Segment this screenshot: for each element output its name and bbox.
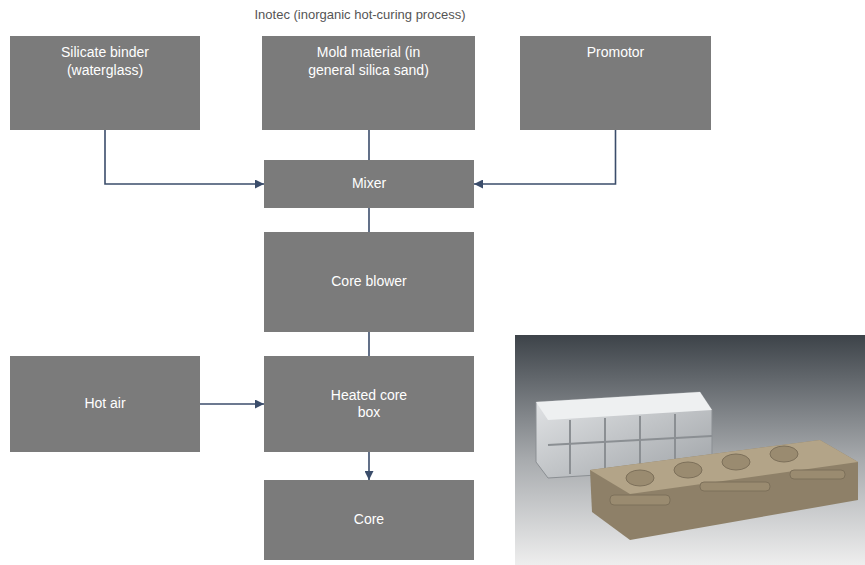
sand-core: [590, 440, 858, 540]
process-box: Silicate binder (waterglass): [10, 36, 200, 130]
process-box: Promotor: [520, 36, 711, 130]
box-label: Heated core box: [324, 387, 414, 422]
diagram-title: Inotec (inorganic hot-curing process): [200, 7, 520, 22]
cylinder-head-casting: [536, 392, 712, 478]
flow-connector: [368, 452, 370, 480]
process-box: Core blower: [264, 232, 474, 332]
box-label: Hot air: [84, 395, 125, 413]
process-box: Mold material (in general silica sand): [262, 36, 475, 130]
box-label: Core blower: [331, 273, 406, 291]
flow-connector: [368, 332, 370, 356]
box-label: Mold material (in general silica sand): [294, 44, 444, 79]
box-label: Silicate binder (waterglass): [40, 44, 170, 79]
flow-connector: [368, 130, 370, 160]
flow-connector: [368, 208, 370, 232]
process-box: Hot air: [10, 356, 200, 452]
box-label: Promotor: [587, 44, 645, 62]
box-label: Mixer: [352, 175, 386, 193]
box-label: Core: [354, 511, 384, 529]
flow-connector: [200, 403, 264, 405]
flow-connector: [474, 130, 616, 184]
flow-connector: [105, 130, 264, 184]
process-box: Mixer: [264, 160, 474, 208]
process-box: Heated core box: [264, 356, 474, 452]
process-box: Core: [264, 480, 474, 560]
photo-background: [515, 335, 865, 565]
